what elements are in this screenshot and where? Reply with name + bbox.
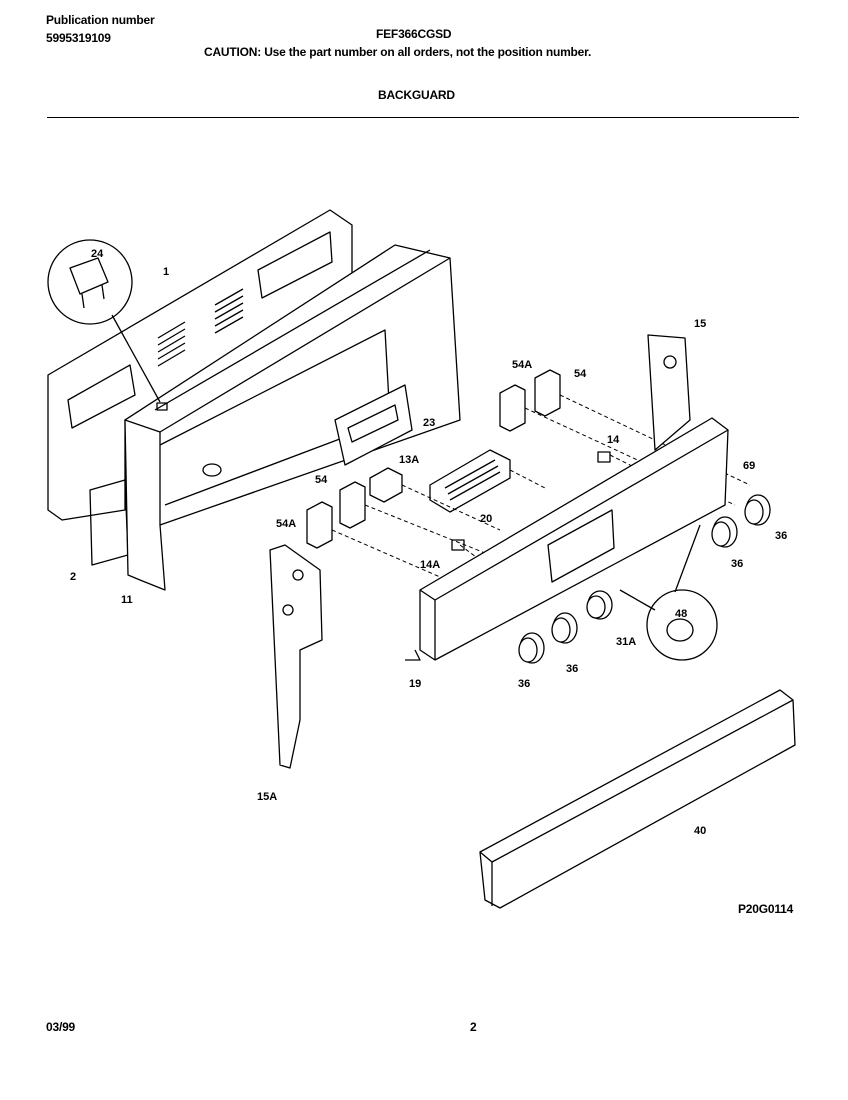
trim-strip	[479, 689, 796, 909]
switch-54a-left	[306, 501, 333, 549]
label-54-right: 54	[574, 368, 587, 380]
page-number: 2	[470, 1020, 477, 1034]
switch-54a-right	[499, 384, 526, 432]
caution-note: CAUTION: Use the part number on all orde…	[204, 45, 592, 59]
label-24: 24	[91, 248, 104, 260]
label-11: 11	[121, 594, 133, 606]
label-54-left: 54	[315, 474, 328, 486]
cover-hole	[202, 463, 222, 477]
back-panel-vents	[157, 288, 244, 367]
timer-bracket	[334, 384, 413, 466]
detail-circle-48	[646, 589, 718, 661]
detail-circle-24	[47, 239, 133, 325]
label-69: 69	[743, 460, 755, 472]
header-rule	[47, 117, 799, 118]
label-23: 23	[423, 417, 435, 429]
side-bracket-15a	[269, 544, 323, 769]
clip-14	[597, 451, 611, 463]
label-15a: 15A	[257, 791, 277, 803]
section-title: BACKGUARD	[378, 88, 455, 102]
label-31a: 31A	[616, 636, 636, 648]
label-20: 20	[480, 513, 492, 525]
relay-13a	[369, 467, 403, 503]
switch-54-right	[534, 369, 561, 417]
label-1: 1	[163, 266, 169, 278]
label-13a: 13A	[399, 454, 419, 466]
back-panel-window-left	[67, 364, 136, 429]
label-19: 19	[409, 678, 421, 690]
label-36-d: 36	[518, 678, 530, 690]
label-54a-left: 54A	[276, 518, 296, 530]
drawing-code: P20G0114	[738, 902, 794, 916]
model-number: FEF366CGSD	[376, 27, 452, 41]
revision-date: 03/99	[46, 1020, 76, 1034]
label-36-a: 36	[775, 530, 787, 542]
clip-14a	[451, 539, 465, 551]
position-labels: 1 24 23 11 2 13A 20 54 54A 14A 15A 54A 5…	[70, 248, 787, 837]
label-48: 48	[675, 608, 687, 620]
label-14: 14	[607, 434, 620, 446]
control-panel	[419, 417, 729, 661]
label-14a: 14A	[420, 559, 440, 571]
back-panel-window-right	[257, 231, 333, 299]
label-40: 40	[694, 825, 706, 837]
label-15: 15	[694, 318, 706, 330]
publication-label: Publication number	[46, 13, 155, 27]
switch-54-left	[339, 481, 366, 529]
label-36-b: 36	[731, 558, 743, 570]
publication-number: 5995319109	[46, 31, 111, 45]
control-panel-window	[547, 509, 615, 583]
label-54a-right: 54A	[512, 359, 532, 371]
label-2: 2	[70, 571, 76, 583]
side-bracket-right	[647, 334, 691, 451]
knob-set	[518, 494, 771, 664]
cover-clip	[156, 402, 168, 411]
label-36-c: 36	[566, 663, 578, 675]
